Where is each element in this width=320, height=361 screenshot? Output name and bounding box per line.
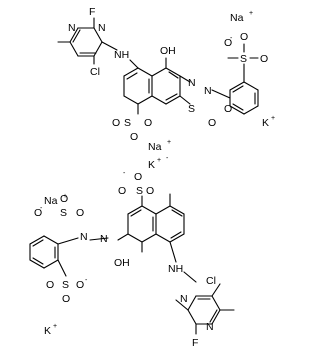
atom-n: N	[188, 77, 196, 89]
atom-s: S	[62, 279, 69, 291]
charge-minus: -	[230, 35, 233, 42]
atom-f: F	[192, 337, 198, 349]
charge-minus: -	[40, 205, 43, 212]
atom-n: N	[206, 321, 214, 333]
charge-plus: +	[157, 157, 161, 164]
counterion-k: K	[44, 325, 51, 337]
atom-o: O	[76, 279, 84, 291]
middle-counterions: Na + K +	[148, 139, 171, 171]
atom-cl: Cl	[206, 275, 216, 287]
bottom-naphthalene	[117, 193, 185, 263]
atom-s: S	[136, 185, 143, 197]
atom-s: S	[188, 103, 195, 115]
charge-plus: +	[167, 139, 171, 146]
top-molecule: F N N Cl NH OH N N O - S O O Na + S O O …	[57, 6, 275, 162]
atom-o: O	[146, 185, 154, 197]
charge-plus: +	[249, 10, 253, 17]
atom-o: O	[112, 117, 120, 129]
atom-f: F	[89, 6, 95, 18]
atom-o: O	[134, 171, 142, 183]
bottom-pyrimidine-ring	[175, 271, 235, 335]
structure-diagram: F N N Cl NH OH N N O - S O O Na + S O O …	[29, 6, 275, 349]
atom-o: O	[240, 31, 248, 43]
atom-cl: Cl	[90, 66, 100, 78]
atom-o: O	[46, 279, 54, 291]
charge-plus: +	[53, 323, 57, 330]
atom-nh: NH	[168, 263, 183, 275]
top-pyrimidine-ring	[57, 17, 118, 65]
atom-o: O	[144, 117, 152, 129]
counterion-k: K	[148, 159, 155, 171]
counterion-na: Na	[230, 12, 244, 24]
bottom-molecule: O S O O - O - S O O Na + N N S O O - O O…	[29, 170, 235, 349]
counterion-na: Na	[44, 195, 58, 207]
charge-minus: -	[166, 155, 169, 162]
atom-n: N	[100, 233, 108, 245]
counterion-k: K	[262, 117, 269, 129]
charge-plus: +	[63, 193, 67, 200]
charge-minus: -	[123, 170, 126, 177]
atom-n: N	[204, 85, 212, 97]
chemical-structure: F N N Cl NH OH N N O - S O O Na + S O O …	[29, 6, 275, 349]
atom-s: S	[240, 53, 247, 65]
atom-n: N	[98, 22, 106, 34]
atom-o: O	[118, 185, 126, 197]
charge-minus: -	[85, 277, 88, 284]
bottom-labels: O S O O - O - S O O Na + N N S O O - O O…	[34, 170, 216, 349]
charge-plus: +	[271, 115, 275, 122]
atom-o: O	[60, 193, 68, 205]
atom-oh: OH	[160, 45, 176, 57]
atom-nh: NH	[114, 49, 129, 61]
bottom-benzene	[29, 235, 109, 277]
atom-s: S	[124, 117, 131, 129]
atom-o: O	[76, 207, 84, 219]
atom-o: O	[224, 103, 232, 115]
top-naphthalene	[123, 57, 191, 115]
top-benzene	[211, 43, 259, 115]
atom-oh: OH	[114, 257, 130, 269]
atom-o: O	[208, 117, 216, 129]
atom-n: N	[68, 22, 76, 34]
atom-o: O	[34, 207, 42, 219]
atom-o: O	[224, 37, 232, 49]
atom-n: N	[180, 293, 188, 305]
atom-o: O	[62, 293, 70, 305]
atom-o: O	[130, 131, 138, 143]
atom-n: N	[80, 231, 88, 243]
atom-o: O	[260, 53, 268, 65]
top-labels: F N N Cl NH OH N N O - S O O Na + S O O …	[68, 6, 275, 162]
counterion-na: Na	[148, 141, 162, 153]
atom-s: S	[60, 207, 67, 219]
